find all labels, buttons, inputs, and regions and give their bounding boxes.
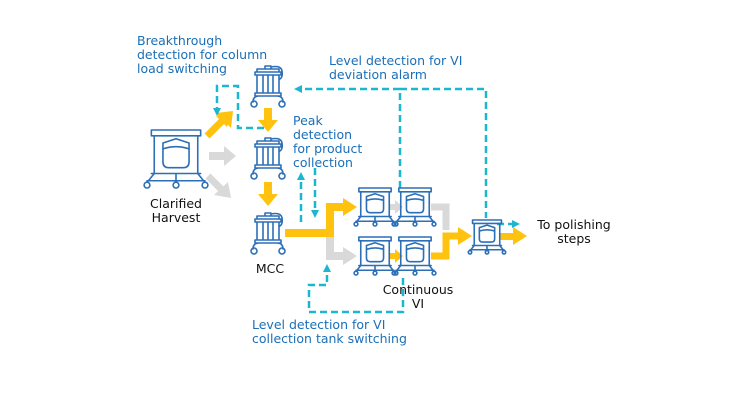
column-icon-mcc xyxy=(250,212,286,255)
tank-icon-vi-2 xyxy=(393,187,437,227)
annotation-line: for product xyxy=(293,141,363,156)
signal-vi-collection-switching xyxy=(307,264,405,314)
label-to-polishing: To polishing steps xyxy=(530,218,618,246)
column-icon-1 xyxy=(250,65,286,108)
annotation-line: collection xyxy=(293,155,353,170)
annotation-line: Breakthrough xyxy=(137,33,223,48)
tank-icon-vi-3 xyxy=(353,236,397,276)
label-line: steps xyxy=(557,231,591,246)
flow-arrow-column1-to-column2 xyxy=(258,108,278,132)
flow-arrow-vi3-to-vi4 xyxy=(389,249,403,263)
annotation-vi-collection-switching: Level detection for VI collection tank s… xyxy=(252,318,407,346)
flow-arrow-harvest-to-column3 xyxy=(205,173,231,198)
label-line: Continuous xyxy=(382,282,454,297)
annotation-line: deviation alarm xyxy=(329,67,427,82)
label-mcc: MCC xyxy=(255,261,285,276)
flow-arrow-column2-to-column3 xyxy=(258,182,278,206)
label-line: VI xyxy=(411,296,425,311)
flow-arrow-harvest-to-column2 xyxy=(209,146,236,166)
annotation-line: detection xyxy=(293,127,353,142)
signal-vi-deviation-alarm xyxy=(398,87,488,218)
annotation-line: Level detection for VI xyxy=(329,53,463,68)
label-line: Clarified xyxy=(150,196,202,211)
flow-arrow-mcc-to-vi xyxy=(285,198,357,265)
column-icon-2 xyxy=(250,137,286,180)
annotation-peak-detection: Peak detection for product collection xyxy=(293,114,362,170)
tank-icon-clarified-harvest xyxy=(143,129,209,189)
tank-icon-vi-1 xyxy=(353,187,397,227)
annotation-vi-deviation-alarm: Level detection for VI deviation alarm xyxy=(329,54,462,82)
annotation-line: collection tank switching xyxy=(252,331,407,346)
annotation-breakthrough-detection: Breakthrough detection for column load s… xyxy=(137,34,267,76)
flow-arrow-vi-to-output xyxy=(431,203,472,260)
annotation-line: Peak xyxy=(293,113,323,128)
signal-breakthrough-detection xyxy=(213,84,264,130)
annotation-line: detection for column xyxy=(137,47,268,62)
annotation-line: Level detection for VI xyxy=(252,317,386,332)
flow-arrow-output-to-polishing xyxy=(499,227,527,245)
tank-icon-output xyxy=(467,219,507,255)
tank-icon-vi-4 xyxy=(393,236,437,276)
label-line: To polishing xyxy=(537,217,611,232)
flow-arrow-vi1-to-vi2 xyxy=(389,200,403,214)
annotation-line: load switching xyxy=(137,61,227,76)
flow-arrow-harvest-to-column1 xyxy=(204,111,233,139)
label-line: Harvest xyxy=(151,210,201,225)
label-continuous-vi: Continuous VI xyxy=(378,283,458,311)
label-clarified-harvest: Clarified Harvest xyxy=(141,197,211,225)
